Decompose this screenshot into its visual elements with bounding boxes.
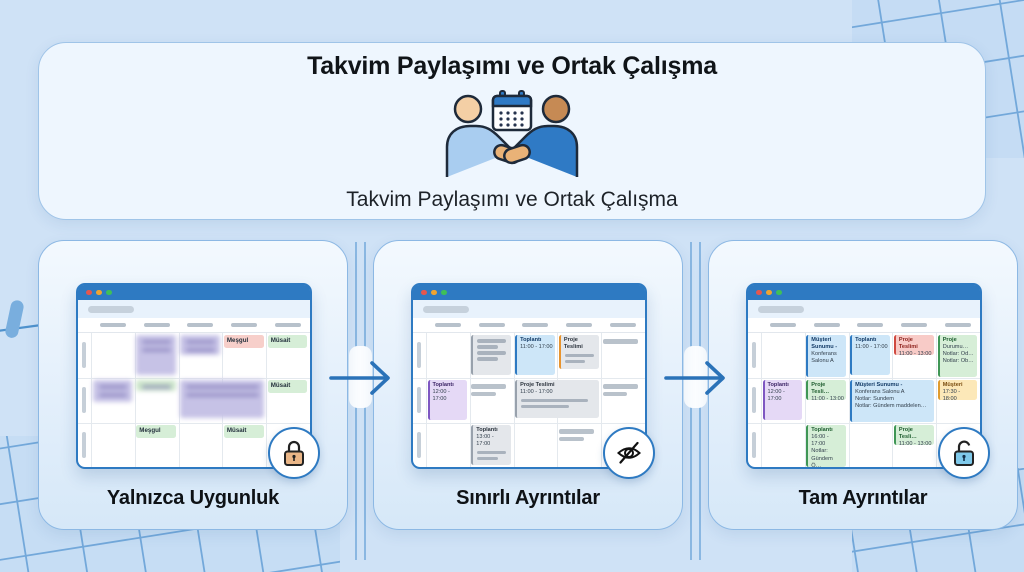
window-toolbar [413, 300, 645, 318]
time-gutter-bar [417, 432, 421, 458]
toolbar-pill [758, 305, 804, 313]
calendar-event [180, 335, 220, 355]
calendar-event [92, 380, 133, 402]
time-gutter-bar [417, 342, 421, 368]
column-header-dash [857, 323, 884, 327]
calendar-event: Proje Tesli…11:00 - 13:00 [806, 380, 847, 400]
calendar-event: Müşteri Sunumu -Konferans Salonu A [806, 335, 847, 377]
person-right-icon [510, 94, 579, 177]
column-header-dash [945, 323, 972, 327]
card-label: Yalnızca Uygunluk [106, 487, 280, 509]
calendar-event [602, 335, 643, 347]
calendar-event: Meşgul [223, 335, 264, 348]
lock-closed-icon [268, 427, 320, 479]
column-header-dash [769, 323, 796, 327]
window-titlebar [413, 285, 645, 300]
close-dot [421, 289, 427, 296]
eye-slash-icon [603, 427, 655, 479]
calendar-event [558, 425, 599, 444]
calendar-icon [491, 90, 533, 132]
calendar-header-row [78, 318, 310, 333]
window-toolbar [78, 300, 310, 318]
close-dot [756, 289, 762, 296]
handshake-icon [493, 143, 531, 165]
window-titlebar [748, 285, 980, 300]
calendar-event: Proje Tesli…11:00 - 13:00 [893, 425, 934, 445]
calendar-header-row [748, 318, 980, 333]
time-gutter-bar [82, 342, 86, 368]
expand-dot [776, 289, 782, 296]
card-label: Sınırlı Ayrıntılar [456, 487, 600, 509]
window-toolbar [748, 300, 980, 318]
calendar-event [180, 380, 264, 418]
calendar-event: Müsait [223, 425, 264, 438]
time-gutter-bar [752, 432, 756, 458]
column-header-dash [275, 323, 302, 327]
calendar-event [136, 335, 177, 375]
calendar-event [602, 380, 643, 399]
calendar-header-row [413, 318, 645, 333]
minimize-dot [431, 289, 437, 296]
column-header-dash [813, 323, 840, 327]
calendar-event: Müsait [267, 335, 308, 348]
toolbar-pill [88, 305, 134, 313]
column-header-dash [478, 323, 505, 327]
column-header-dash [566, 323, 593, 327]
column-header-dash [187, 323, 214, 327]
time-gutter-bar [82, 387, 86, 413]
calendar-event: Meşgul [136, 425, 177, 438]
calendar-event: Proje Teslimi [558, 335, 599, 369]
time-gutter-bar [752, 387, 756, 413]
minimize-dot [96, 289, 102, 296]
time-gutter-bar [417, 387, 421, 413]
column-header-dash [610, 323, 637, 327]
calendar-event [471, 380, 511, 399]
calendar-event: Müsait [267, 380, 308, 393]
column-header-dash [231, 323, 258, 327]
calendar-event [136, 380, 177, 391]
header-panel: Takvim Paylaşımı ve Ortak Çalışma [38, 42, 986, 220]
minimize-dot [766, 289, 772, 296]
expand-dot [441, 289, 447, 296]
column-header-dash [99, 323, 126, 327]
calendar-handshake-icon [437, 87, 587, 184]
expand-dot [106, 289, 112, 296]
time-gutter-bar [82, 432, 86, 458]
lock-open-icon [938, 427, 990, 479]
card-label: Tam Ayrıntılar [798, 487, 928, 509]
column-header-dash [901, 323, 928, 327]
close-dot [86, 289, 92, 296]
window-titlebar [78, 285, 310, 300]
column-header-dash [143, 323, 170, 327]
time-gutter-bar [752, 342, 756, 368]
calendar-event [471, 335, 512, 375]
page-title: Takvim Paylaşımı ve Ortak Çalışma [307, 52, 717, 80]
toolbar-pill [423, 305, 469, 313]
person-left-icon [445, 94, 514, 177]
column-header-dash [434, 323, 461, 327]
header-subtitle: Takvim Paylaşımı ve Ortak Çalışma [346, 188, 678, 211]
column-header-dash [522, 323, 549, 327]
